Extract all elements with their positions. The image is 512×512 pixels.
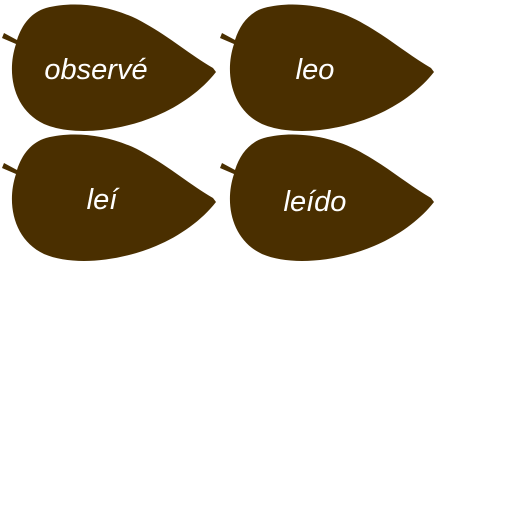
word-leaf-card-observe[interactable]: observé xyxy=(0,2,218,136)
word-leaf-card-leido[interactable]: leído xyxy=(218,132,436,266)
word-leaf-card-lei[interactable]: leí xyxy=(0,132,218,266)
word-leaf-card-leo[interactable]: leo xyxy=(218,2,436,136)
leaf-icon xyxy=(2,4,216,131)
leaf-icon xyxy=(220,4,434,131)
leaf-icon xyxy=(2,134,216,261)
leaf-icon xyxy=(220,134,434,261)
